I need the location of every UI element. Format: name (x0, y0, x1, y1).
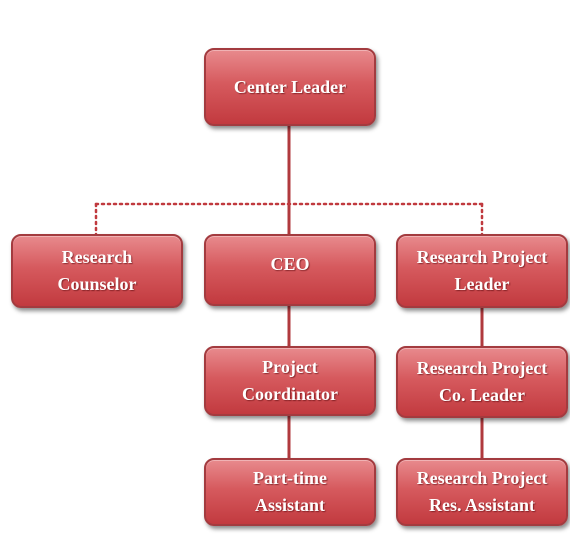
node-label: Research Counselor (57, 247, 137, 294)
node-label: Research Project Leader (416, 247, 548, 294)
node-label: Part-time Assistant (253, 468, 327, 515)
node-research-counselor[interactable]: Research Counselor (11, 234, 183, 308)
node-center-leader[interactable]: Center Leader (204, 48, 376, 126)
node-label: Research Project Co. Leader (416, 358, 548, 405)
node-research-project-co-leader[interactable]: Research Project Co. Leader (396, 346, 568, 418)
node-label: CEO (270, 253, 310, 274)
node-project-coordinator[interactable]: Project Coordinator (204, 346, 376, 416)
node-label: Research Project Res. Assistant (416, 468, 548, 515)
node-label: Project Coordinator (242, 357, 338, 404)
node-research-project-res-assistant[interactable]: Research Project Res. Assistant (396, 458, 568, 526)
node-research-project-leader[interactable]: Research Project Leader (396, 234, 568, 308)
node-label: Center Leader (233, 76, 347, 97)
node-ceo[interactable]: CEO (204, 234, 376, 306)
node-part-time-assistant[interactable]: Part-time Assistant (204, 458, 376, 526)
